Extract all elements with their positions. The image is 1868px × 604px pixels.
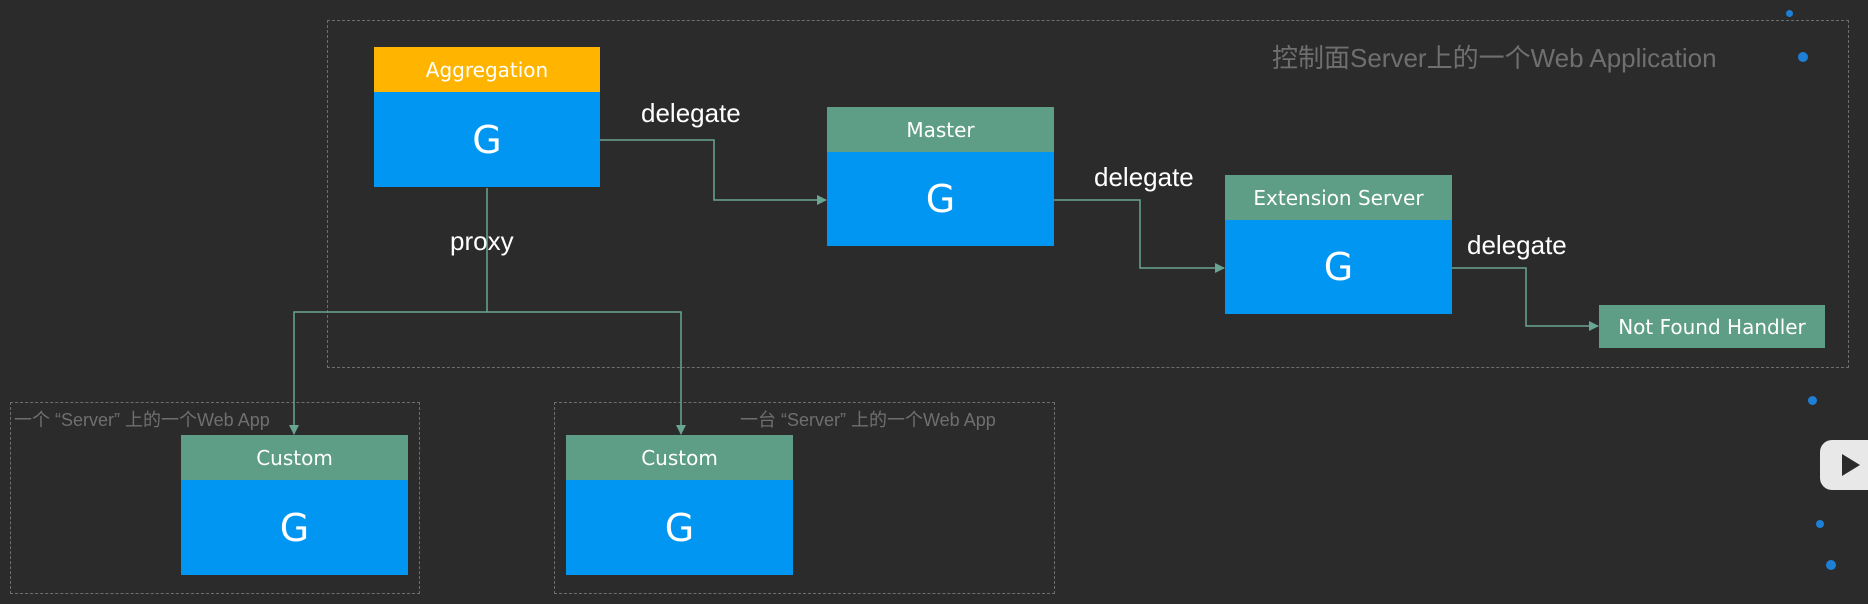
custom-a-node: Custom G: [181, 435, 408, 575]
server-b-region-label: 一台 “Server” 上的一个Web App: [740, 410, 996, 430]
bilibili-play-icon: [1820, 440, 1868, 490]
aggregation-body: G: [374, 92, 600, 187]
decor-dot: [1798, 52, 1808, 62]
master-header: Master: [827, 107, 1054, 152]
edge-proxy-custom-a: [289, 311, 487, 435]
edge-proxy-custom-b: [487, 311, 686, 435]
extension-server-body: G: [1225, 220, 1452, 314]
decor-dot: [1808, 396, 1817, 405]
edge-label-proxy: proxy: [450, 226, 514, 256]
server-a-region-label: 一个 “Server” 上的一个Web App: [14, 410, 270, 430]
edge-aggregation-master: [600, 139, 827, 205]
custom-a-header: Custom: [181, 435, 408, 480]
control-plane-region-label: 控制面Server上的一个Web Application: [1272, 43, 1717, 73]
decor-dot: [1816, 520, 1824, 528]
edge-master-extension: [1054, 199, 1225, 273]
server-a-region: [10, 402, 420, 594]
decor-dot: [1786, 10, 1793, 17]
custom-b-header: Custom: [566, 435, 793, 480]
custom-a-body: G: [181, 480, 408, 575]
extension-server-header: Extension Server: [1225, 175, 1452, 220]
master-node: Master G: [827, 107, 1054, 246]
master-body: G: [827, 152, 1054, 246]
extension-server-node: Extension Server G: [1225, 175, 1452, 314]
not-found-handler-node: Not Found Handler: [1599, 305, 1825, 348]
custom-b-node: Custom G: [566, 435, 793, 575]
edge-label-ext-notfound: delegate: [1467, 230, 1567, 260]
decor-dot: [1826, 560, 1836, 570]
play-icon: [1842, 454, 1860, 476]
aggregation-header: Aggregation: [374, 47, 600, 92]
aggregation-node: Aggregation G: [374, 47, 600, 187]
control-plane-region: [327, 20, 1849, 368]
server-b-region: [554, 402, 1055, 594]
custom-b-body: G: [566, 480, 793, 575]
edge-extension-notfound: [1452, 267, 1599, 331]
edge-label-agg-master: delegate: [641, 98, 741, 128]
edge-label-master-ext: delegate: [1094, 162, 1194, 192]
